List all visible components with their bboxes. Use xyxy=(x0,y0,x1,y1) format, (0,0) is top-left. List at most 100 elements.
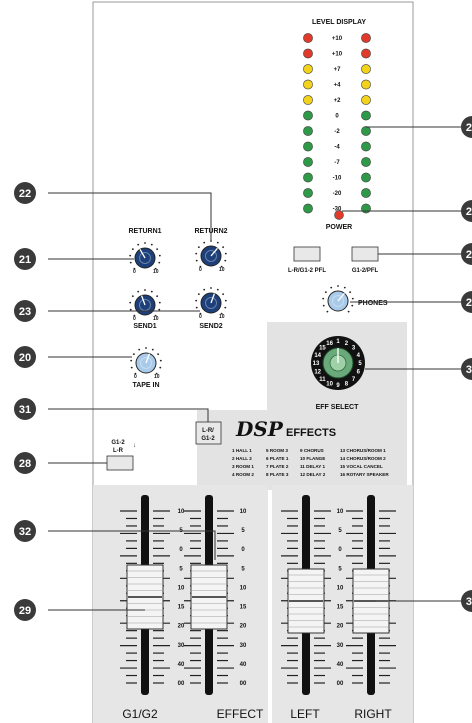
knob-tick-icon xyxy=(220,265,223,268)
fader-scale-label: 40 xyxy=(178,662,185,668)
callout-29: 29 xyxy=(14,599,36,621)
faders: 1050510152030400010505101520304000105051… xyxy=(120,495,396,695)
callout-number: 30 xyxy=(466,364,472,376)
led-right-icon xyxy=(361,33,371,43)
g12-lr-top: G1-2 xyxy=(111,440,125,446)
callout-number: 31 xyxy=(19,404,31,416)
lr-g12-pfl-button[interactable] xyxy=(293,246,321,262)
dsp-effect-item: 10 FLANGE xyxy=(300,456,325,461)
phones-label: PHONES xyxy=(358,300,388,307)
knob-pointer-icon xyxy=(337,292,345,302)
eff-select-number: 3 xyxy=(352,346,356,352)
g12-lr-bottom: L-R xyxy=(113,448,124,454)
fader-scale-label: 0 xyxy=(179,547,183,553)
knob-tick-icon xyxy=(129,261,132,264)
led-left-icon xyxy=(303,48,313,59)
knob-tick-icon xyxy=(158,301,161,304)
dsp-effect-item: 7 PLATE 2 xyxy=(266,464,289,469)
callout-22: 22 xyxy=(14,182,36,204)
knob-tick-icon xyxy=(195,299,198,302)
callout-27: 27 xyxy=(461,291,472,313)
phones-knob[interactable] xyxy=(322,285,354,313)
led-right-icon xyxy=(361,172,371,183)
fader-scale-label: 0 xyxy=(338,547,342,553)
knob-tick-icon xyxy=(197,246,200,249)
knob-tick-icon xyxy=(351,304,354,307)
fader-scale-label: 10 xyxy=(337,509,344,515)
knob-tick-icon xyxy=(337,285,339,287)
callout-33: 33 xyxy=(461,590,472,612)
callout-circle-icon xyxy=(461,590,472,612)
knob-tick-icon xyxy=(195,306,198,309)
fader-scale-label: 0 xyxy=(241,547,245,553)
g12-lr-button[interactable] xyxy=(106,455,134,471)
knob-tick-icon xyxy=(154,267,157,270)
fader-scale-label: 20 xyxy=(178,624,185,630)
fader-scale-label: 10 xyxy=(337,585,344,591)
knob-tick-icon xyxy=(195,259,198,262)
fader-scale-label: 00 xyxy=(337,681,344,687)
led-right-icon xyxy=(361,203,371,214)
knob-tick-icon xyxy=(203,241,206,244)
knob-tick-icon xyxy=(144,289,146,291)
knob-tick-icon xyxy=(224,259,227,262)
callout-circle-icon xyxy=(461,358,472,380)
eff-select-label: EFF SELECT xyxy=(316,404,360,411)
knob-tick-icon xyxy=(159,359,162,362)
knob-tick-icon xyxy=(156,295,159,298)
led-scale-label: -10 xyxy=(333,176,342,182)
knob-tick-icon xyxy=(129,254,132,257)
dsp-effect-item: 1 HALL 1 xyxy=(232,448,252,453)
callout-number: 24 xyxy=(466,122,472,134)
fader-scale-label: 00 xyxy=(240,681,247,687)
knob-pointer-icon xyxy=(210,293,216,304)
led-scale-label: -7 xyxy=(334,160,340,166)
callout-circle-icon xyxy=(14,520,36,542)
callout-31: 31 xyxy=(14,398,36,420)
knob-tick-icon xyxy=(130,359,133,362)
knob-tick-icon xyxy=(150,243,153,246)
led-left-icon xyxy=(303,141,313,152)
lr-g12-pfl-label: L-R/G1-2 PFL xyxy=(288,268,326,274)
led-left-icon xyxy=(303,203,313,214)
fader-scale-label: 5 xyxy=(338,528,342,534)
knob-tick-icon xyxy=(156,248,159,251)
eff-select-number: 9 xyxy=(336,383,340,389)
knob-tick-icon xyxy=(130,366,133,369)
g12-pfl-label: G1-2/PFL xyxy=(352,268,379,274)
knob-tick-icon xyxy=(222,293,225,296)
knob-tick-icon xyxy=(158,261,161,264)
eff-select-number: 7 xyxy=(352,377,356,383)
fader-scale-label: 10 xyxy=(240,585,247,591)
fader-scale-label: 30 xyxy=(178,643,185,649)
led-right-icon xyxy=(361,64,371,74)
fader-scale-label: 15 xyxy=(240,605,247,611)
led-scale-label: +10 xyxy=(332,52,343,58)
led-left-icon xyxy=(303,188,313,198)
send2-label: SEND2 xyxy=(199,323,222,330)
knob-tick-icon xyxy=(159,366,162,369)
knob-tick-icon xyxy=(224,306,227,309)
led-right-icon xyxy=(361,188,371,198)
callout-20: 20 xyxy=(14,346,36,368)
led-right-icon xyxy=(361,126,371,136)
dsp-effect-item: 11 DELAY 1 xyxy=(300,464,325,469)
knob-tick-icon xyxy=(199,312,202,315)
eff-select-number: 11 xyxy=(319,377,326,383)
knob-scale-max: 10 xyxy=(219,267,225,273)
fader-scale-label: 20 xyxy=(337,624,344,630)
knob-tick-icon xyxy=(199,265,202,268)
g12-pfl-button[interactable] xyxy=(351,246,379,262)
knob-tick-icon xyxy=(158,254,161,257)
knob-tick-icon xyxy=(222,246,225,249)
led-right-icon xyxy=(361,48,371,59)
fader-label-effect: EFFECT xyxy=(217,707,264,721)
